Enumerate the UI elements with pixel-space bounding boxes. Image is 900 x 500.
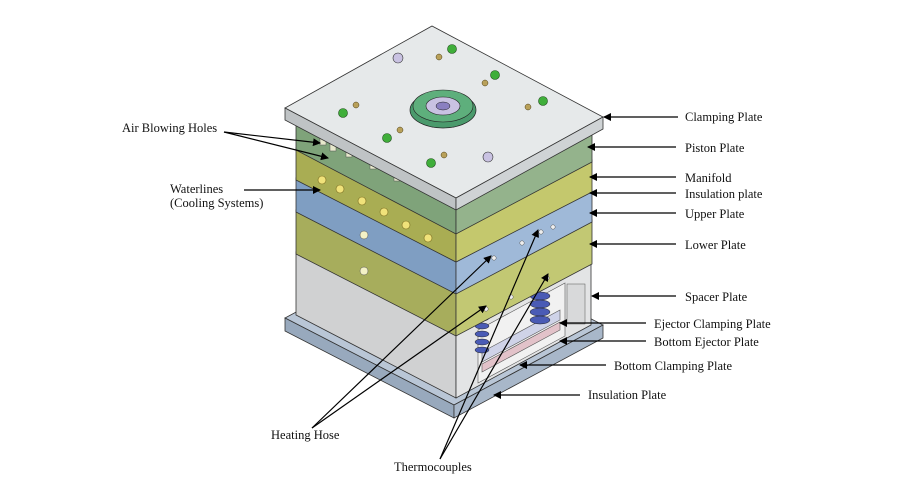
label-lower-plate: Lower Plate xyxy=(685,238,746,252)
leader-arrows xyxy=(223,113,678,460)
label-insulation-plate-lower: Insulation Plate xyxy=(588,388,667,402)
label-clamping-plate: Clamping Plate xyxy=(685,110,763,124)
label-bottom-clamping-plate: Bottom Clamping Plate xyxy=(614,359,733,373)
lower-plate xyxy=(295,209,593,337)
label-waterlines: Waterlines xyxy=(170,182,224,196)
label-heating-hose: Heating Hose xyxy=(271,428,340,442)
label-manifold: Manifold xyxy=(685,171,732,185)
label-piston-plate: Piston Plate xyxy=(685,141,745,155)
label-ejector-clamping-plate: Ejector Clamping Plate xyxy=(654,317,771,331)
label-insulation-plate-upper: Insulation plate xyxy=(685,187,763,201)
clamping-plate xyxy=(284,25,604,211)
label-bottom-ejector-plate: Bottom Ejector Plate xyxy=(654,335,759,349)
label-thermocouples: Thermocouples xyxy=(394,460,472,474)
label-upper-plate: Upper Plate xyxy=(685,207,745,221)
label-spacer-plate: Spacer Plate xyxy=(685,290,748,304)
label-cooling-systems: (Cooling Systems) xyxy=(170,196,264,210)
label-air-blowing-holes: Air Blowing Holes xyxy=(122,121,218,135)
